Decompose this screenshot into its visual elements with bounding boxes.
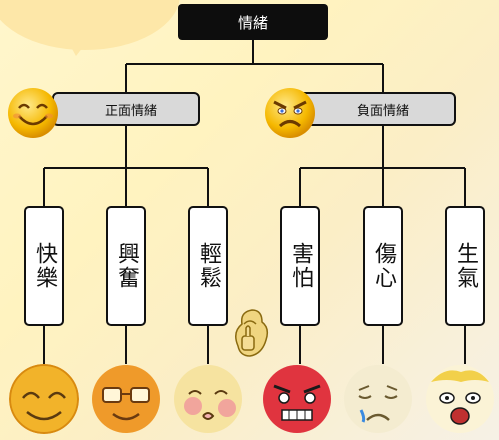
leaf-node-excited: 興奮 xyxy=(106,206,146,326)
scared-face-drawing xyxy=(263,365,331,433)
angry-emoji-icon xyxy=(265,88,315,138)
group-label-negative: 負面情緒 xyxy=(356,103,409,119)
group-node-positive: 正面情緒 xyxy=(52,92,200,126)
thumbs-up-mascot-icon xyxy=(235,309,269,357)
root-node-emotions: 情緒 xyxy=(178,4,328,40)
leaf-node-angry: 生氣 xyxy=(445,206,485,326)
smiling-emoji-icon xyxy=(8,88,58,138)
leaf-node-happy: 快樂 xyxy=(24,206,64,326)
leaf-node-relaxed: 輕鬆 xyxy=(188,206,228,326)
leaf-node-scared: 害怕 xyxy=(280,206,320,326)
sad-face-drawing xyxy=(344,365,412,433)
speech-bubble-tail xyxy=(66,38,90,56)
relaxed-face-drawing xyxy=(174,365,242,433)
leaf-node-sad: 傷心 xyxy=(363,206,403,326)
happy-face-drawing xyxy=(9,364,79,434)
excited-face-drawing xyxy=(92,365,160,433)
angry-face-drawing xyxy=(426,365,494,433)
group-label-positive: 正面情緒 xyxy=(104,103,157,119)
